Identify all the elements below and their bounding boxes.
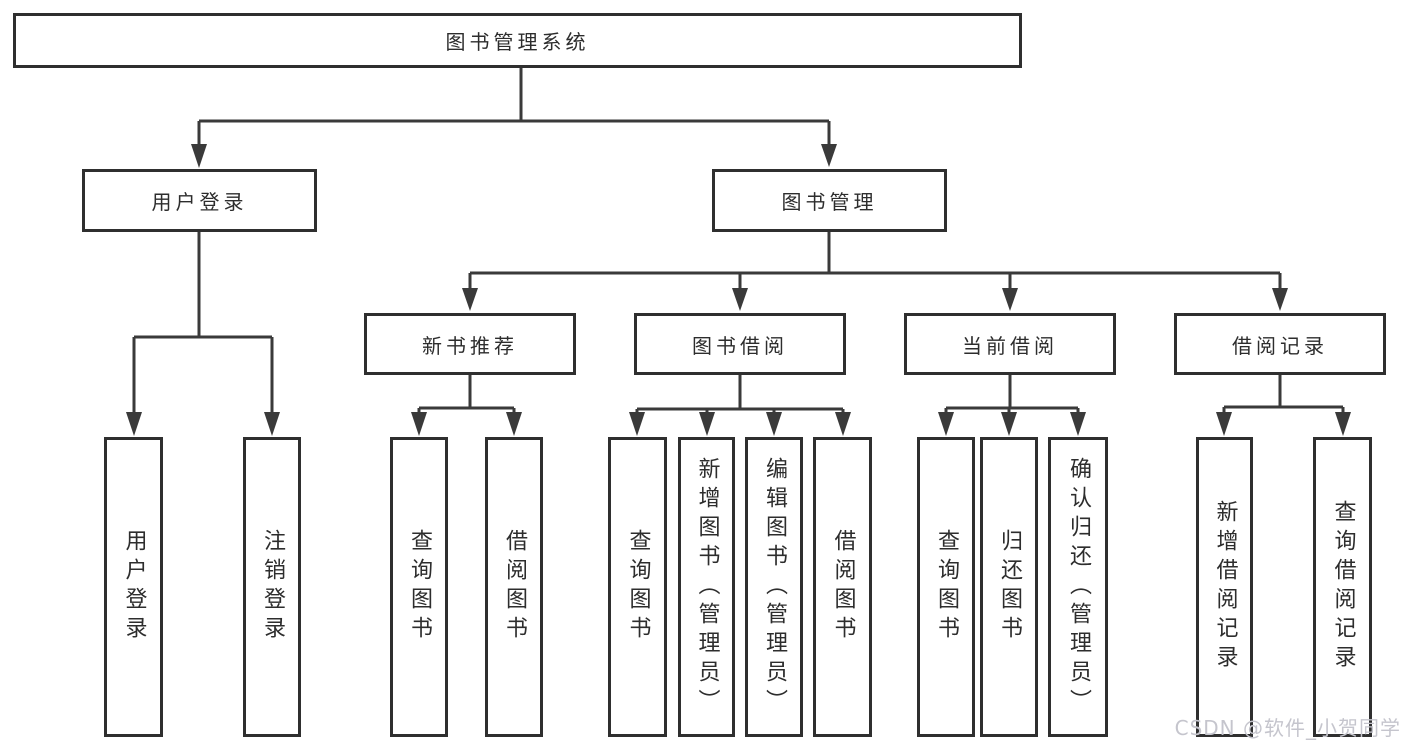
connector-book-management-children (462, 232, 1288, 311)
node-label: 当前借阅 (962, 333, 1058, 358)
leaf-recommend-query-books: 查询图书 (390, 437, 448, 737)
node-label: 注销登录 (260, 529, 285, 645)
node-new-book-recommend: 新书推荐 (364, 313, 576, 375)
leaf-user-login: 用户登录 (104, 437, 163, 737)
node-label: 新书推荐 (422, 333, 518, 358)
connector-user-login-children (126, 232, 280, 436)
node-label: 归还图书 (997, 529, 1022, 645)
node-label: 查询图书 (934, 529, 959, 645)
node-book-management: 图书管理 (712, 169, 947, 232)
leaf-query-borrow-record: 查询借阅记录 (1313, 437, 1372, 737)
node-label: 新增借阅记录 (1212, 500, 1238, 674)
node-label: 图书借阅 (692, 333, 788, 358)
csdn-watermark: CSDN @软件_小贺同学 (1174, 716, 1401, 740)
leaf-add-borrow-record: 新增借阅记录 (1196, 437, 1253, 737)
node-label: 查询借阅记录 (1330, 500, 1356, 674)
connector-current-borrow-children (938, 375, 1086, 436)
node-label: 新增图书（管理员） (694, 456, 720, 718)
node-current-borrow: 当前借阅 (904, 313, 1116, 375)
node-library-management-system: 图书管理系统 (13, 13, 1022, 68)
leaf-add-books-admin: 新增图书（管理员） (678, 437, 735, 737)
leaf-logout: 注销登录 (243, 437, 301, 737)
leaf-current-query-books: 查询图书 (917, 437, 975, 737)
node-label: 查询图书 (407, 529, 432, 645)
node-label: 借阅图书 (830, 529, 856, 645)
leaf-borrow-query-books: 查询图书 (608, 437, 667, 737)
node-label: 借阅记录 (1232, 333, 1328, 358)
leaf-borrow-books: 借阅图书 (813, 437, 872, 737)
leaf-recommend-borrow-books: 借阅图书 (485, 437, 543, 737)
node-label: 图书管理系统 (445, 30, 590, 54)
node-label: 确认归还（管理员） (1066, 456, 1091, 718)
node-book-borrow: 图书借阅 (634, 313, 846, 375)
connector-root-to-level2 (191, 68, 837, 168)
node-label: 查询图书 (625, 529, 651, 645)
node-borrow-records: 借阅记录 (1174, 313, 1386, 375)
node-label: 用户登录 (121, 529, 147, 645)
node-user-login: 用户登录 (82, 169, 317, 232)
leaf-confirm-return-admin: 确认归还（管理员） (1048, 437, 1108, 737)
connector-new-book-recommend-children (411, 375, 522, 436)
node-label: 借阅图书 (502, 529, 527, 645)
connector-book-borrow-children (629, 375, 851, 436)
leaf-return-books: 归还图书 (980, 437, 1038, 737)
node-label: 图书管理 (781, 190, 878, 214)
node-label: 编辑图书（管理员） (762, 456, 787, 718)
node-label: 用户登录 (151, 190, 248, 214)
connector-borrow-records-children (1216, 375, 1351, 436)
leaf-edit-books-admin: 编辑图书（管理员） (745, 437, 803, 737)
